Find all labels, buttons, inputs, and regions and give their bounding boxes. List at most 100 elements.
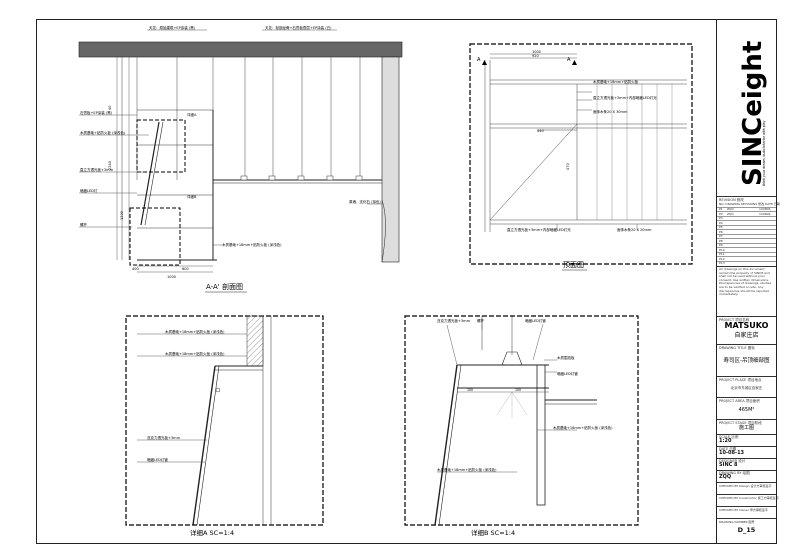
detail-a-callout [136, 119, 186, 173]
date-value: 10-08-13 [719, 450, 745, 456]
project-label: PROJECT 项目名称 [719, 318, 750, 322]
svg-text:木质围挡板: 木质围挡板 [557, 355, 575, 360]
revision-divider [717, 215, 776, 217]
brand-logo: SINCeight think your dream, build interi… [738, 41, 767, 186]
revision-no: P1 [719, 207, 723, 211]
revision-no: P12 [719, 256, 725, 261]
revision-divider [717, 224, 776, 226]
date-label: DATE 日期 [719, 447, 737, 451]
svg-text:木质基础+贴防火板 (深浅色): 木质基础+贴防火板 (深浅色) [80, 130, 126, 135]
project-stage: 施工图 [738, 425, 754, 431]
ceiling-slab [78, 41, 403, 58]
project-place: 北京市东城区自家庄 [730, 386, 763, 390]
svg-text:1000: 1000 [532, 50, 541, 54]
project-area-label: PROJECT AREA 项目面积 [719, 399, 760, 403]
revision-no: P4 [719, 220, 723, 225]
revision-no: P6 [719, 229, 723, 234]
drawing-number-label: DRAWING NUMBER 图号 [719, 520, 755, 524]
svg-text:天花：原始建筑+EP涂装 (黑): 天花：原始建筑+EP涂装 (黑) [149, 25, 196, 30]
svg-text:石膏板+EP涂装 (黑): 石膏板+EP涂装 (黑) [80, 110, 113, 115]
revision-no: P9 [719, 243, 723, 247]
section-aa: 400 600 1000 40 2240 1200 天花：原始建筑+EP涂装 (… [78, 25, 403, 293]
svg-text:400: 400 [132, 267, 139, 271]
svg-text:详细A: 详细A [187, 112, 197, 117]
scale-label: SCALE 比例 [719, 435, 739, 439]
checked-design: CHECKED BY Design 设计方审核签字 [719, 484, 772, 488]
revision-date: 100809 [759, 211, 771, 216]
svg-text:920: 920 [532, 54, 539, 58]
revision-label: REVISION 修改 [719, 198, 744, 202]
designer-label: DESIGNER 设计 [719, 459, 746, 463]
designer-value: SINC 8 [719, 462, 738, 468]
svg-text:直立方透光板+3mm: 直立方透光板+3mm [80, 167, 114, 172]
revision-divider [717, 238, 776, 239]
revision-divider [717, 256, 776, 257]
revision-divider [717, 206, 776, 208]
revision-no: P7 [719, 234, 723, 238]
revision-no: P13 [719, 261, 725, 265]
revision-no: P3 [719, 216, 723, 220]
svg-text:木质基础+18mm+贴防火板 (深浅色): 木质基础+18mm+贴防火板 (深浅色) [437, 467, 497, 472]
svg-text:440: 440 [537, 129, 544, 133]
detail-b-title: 详细B SC=1:4 [471, 528, 515, 537]
revision-divider [717, 229, 776, 230]
detail-b: 亚克力透光板+3mm 螺杆 暗藏LED灯管 木质围挡板 暗藏LED灯管 木质基础… [404, 315, 639, 537]
svg-text:木质基础+18mm+贴防火板 (深浅色): 木质基础+18mm+贴防火板 (深浅色) [222, 242, 282, 247]
svg-text:螺杆: 螺杆 [477, 318, 485, 323]
detail-b-frame [404, 315, 639, 526]
drawing-number: D_15 [737, 526, 756, 534]
revision-no: P8 [719, 238, 723, 243]
svg-text:天花：轻钢龙骨+石膏板叠层+EP涂装 (白): 天花：轻钢龙骨+石膏板叠层+EP涂装 (白) [265, 25, 332, 30]
svg-text:直立方透光板+3mm+内部暗藏LED灯光: 直立方透光板+3mm+内部暗藏LED灯光 [507, 227, 571, 232]
disclaimer: All drawings on this document remain the… [719, 267, 772, 297]
revision-no: P10 [719, 247, 725, 252]
revision-divider [717, 247, 776, 248]
svg-text:暗藏LED灯管: 暗藏LED灯管 [557, 371, 578, 376]
svg-text:100: 100 [515, 388, 521, 392]
svg-text:暗藏LED灯管: 暗藏LED灯管 [525, 318, 546, 323]
revision-divider [717, 260, 776, 262]
svg-text:A: A [477, 57, 481, 63]
detail-a-title: 详细A SC=1:4 [190, 528, 234, 537]
svg-text:面饰木条20 X 30mm: 面饰木条20 X 30mm [593, 109, 628, 114]
svg-text:100: 100 [467, 388, 473, 392]
revision-divider [717, 211, 776, 212]
title-block: SINCeight think your dream, build interi… [716, 20, 780, 543]
svg-text:木质基础+18mm+贴防火板 (深浅色): 木质基础+18mm+贴防火板 (深浅色) [553, 425, 613, 430]
revision-by: ZQQ [727, 207, 734, 211]
svg-text:40: 40 [108, 106, 112, 110]
revision-divider [717, 242, 776, 244]
svg-text:暗藏LED灯: 暗藏LED灯 [80, 188, 98, 193]
revision-no: P2 [719, 211, 723, 216]
revision-no: P5 [719, 225, 723, 229]
revision-divider [717, 220, 776, 221]
svg-text:木质基础+18mm+贴防火板 (深浅色): 木质基础+18mm+贴防火板 (深浅色) [165, 329, 225, 334]
svg-text:暗藏LED灯管: 暗藏LED灯管 [147, 457, 168, 462]
detail-a: 木质基础+18mm+贴防火板 (深浅色) 木质基础+18mm+贴防火板 (深浅色… [125, 315, 324, 537]
drawing-canvas: 400 600 1000 40 2240 1200 天花：原始建筑+EP涂装 (… [78, 25, 693, 537]
checked-owner: CHECKED BY Owner 甲方审核签字 [719, 508, 768, 512]
column [381, 56, 400, 263]
project-name: MATSUKO [724, 321, 769, 330]
svg-text:1200: 1200 [120, 211, 124, 220]
revision-no: P11 [719, 252, 725, 256]
svg-text:螺杆: 螺杆 [80, 222, 87, 227]
ceiling-plan-frame [469, 43, 693, 265]
ceiling-plan: A A 1000 920 440 470 木质基础+18mm+贴防火板 直立方透… [469, 43, 693, 271]
svg-text:木质基础+18mm+贴防火板 (深浅色): 木质基础+18mm+贴防火板 (深浅色) [165, 351, 225, 356]
project-name-cn: 自家庄店 [734, 332, 759, 339]
drawing-by-value: ZQQ [719, 474, 732, 480]
svg-text:直立方透光板+3mm+内部暗藏LED灯光: 直立方透光板+3mm+内部暗藏LED灯光 [593, 95, 657, 100]
svg-text:亚克力透光板+3mm: 亚克力透光板+3mm [147, 435, 181, 440]
project-place-label: PROJECT PLACE 项目地点 [719, 378, 762, 382]
detail-a-frame [125, 315, 324, 526]
revision-header: NO. DRAWING REVISIONS 修改 DATE 日期 [719, 202, 780, 206]
drawing-by-label: DRAWING BY 绘图 [719, 471, 750, 475]
svg-text:木质基础+18mm+贴防火板: 木质基础+18mm+贴防火板 [593, 79, 639, 84]
svg-text:SINCeight: SINCeight [738, 41, 767, 186]
svg-text:A: A [567, 57, 571, 63]
svg-text:原墙、支化石 (拟色): 原墙、支化石 (拟色) [349, 199, 381, 204]
drawing-title-label: DRAWING TITLE 图标 [719, 346, 755, 350]
svg-text:470: 470 [566, 163, 570, 170]
